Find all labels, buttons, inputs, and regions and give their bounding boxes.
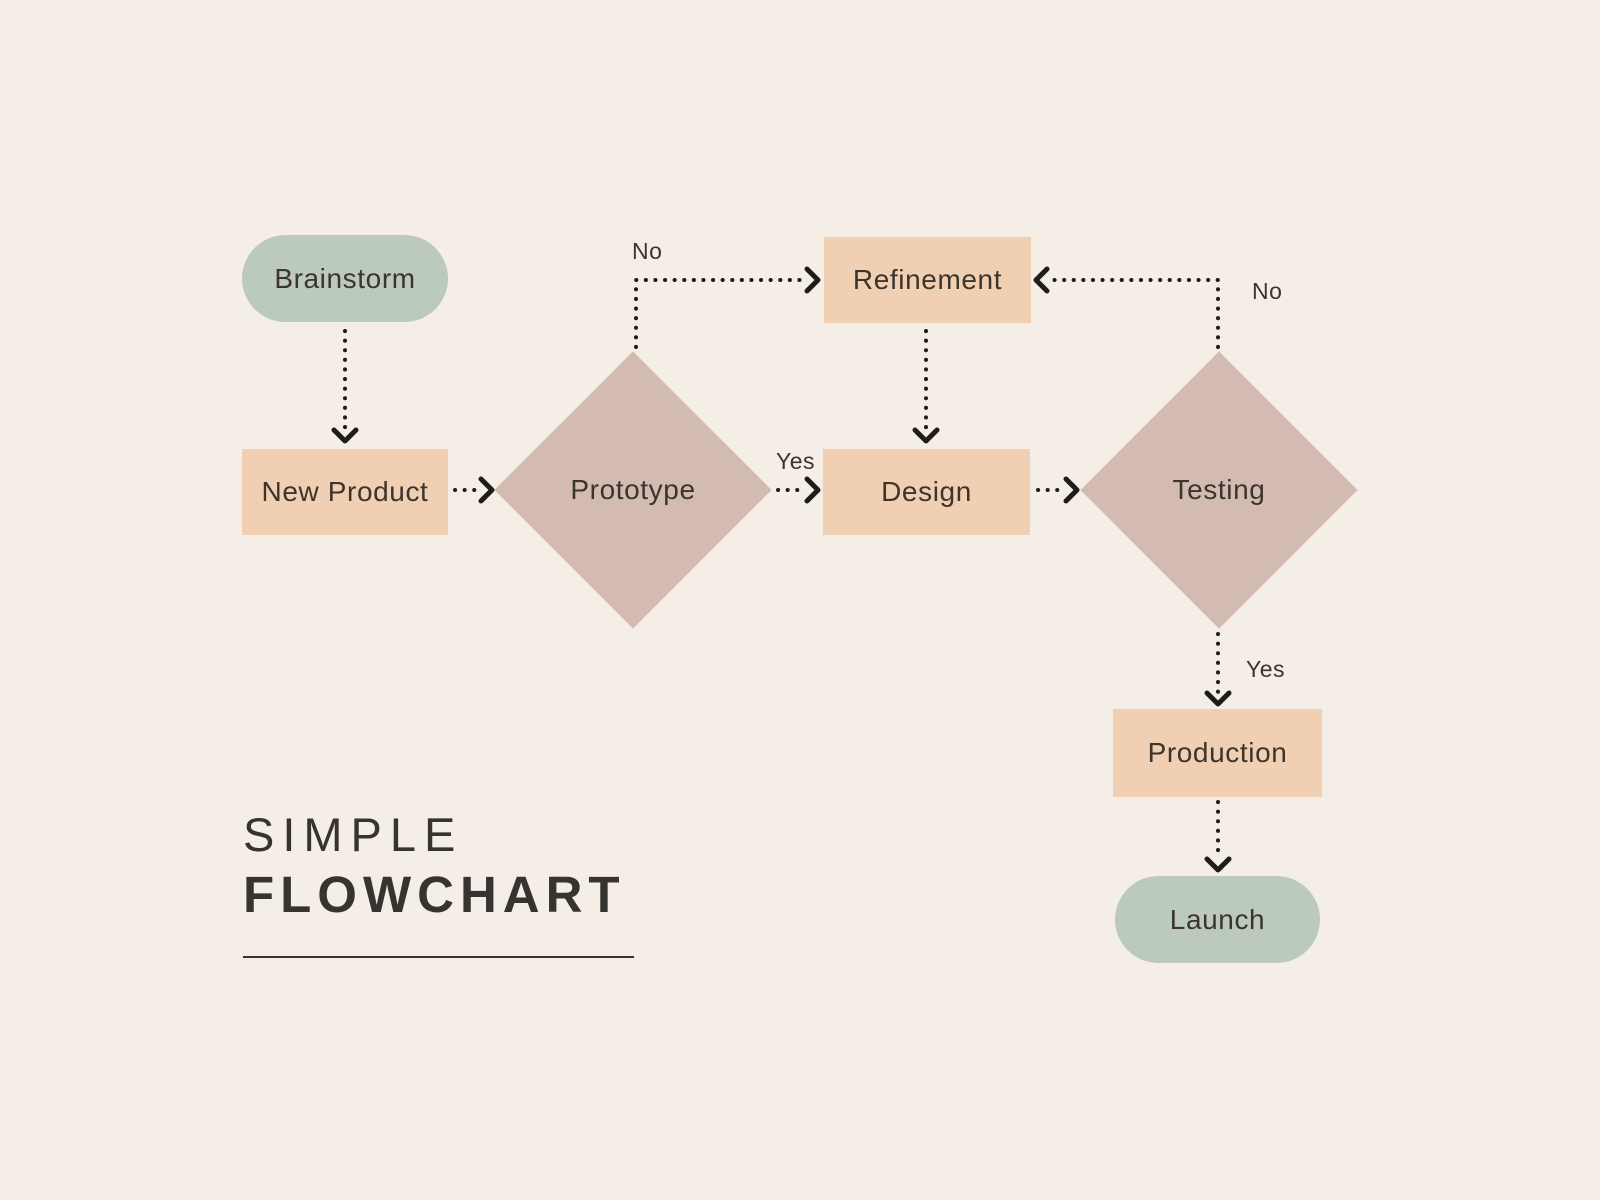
arrowhead-testing-to-refinement [1033, 266, 1050, 294]
edge-testing-to-refinement [1048, 278, 1220, 349]
edge-label-prototype-yes: Yes [776, 448, 816, 474]
node-new-product: New Product [242, 449, 448, 535]
node-production: Production [1113, 709, 1322, 797]
arrowhead-prototype-to-design [804, 476, 821, 504]
node-brainstorm: Brainstorm [242, 235, 448, 322]
node-refinement-label: Refinement [852, 264, 1003, 295]
node-production-label: Production [1147, 737, 1288, 768]
node-launch: Launch [1115, 876, 1320, 963]
arrowhead-refinement-to-design [912, 427, 940, 444]
title-line-2: FLOWCHART [243, 865, 626, 923]
edge-label-testing-no: No [1252, 278, 1283, 304]
title-line-1: SIMPLE [243, 808, 464, 861]
node-launch-label: Launch [1169, 903, 1266, 935]
node-prototype-label: Prototype [570, 474, 696, 505]
node-prototype: Prototype [497, 354, 769, 626]
arrowhead-prototype-to-refinement [804, 266, 821, 294]
page-title: SIMPLE FLOWCHART [243, 806, 626, 925]
title-underline [243, 956, 634, 958]
edge-label-prototype-no: No [632, 238, 663, 264]
edge-label-testing-yes: Yes [1246, 656, 1286, 682]
arrowhead-brainstorm-to-new-product [331, 427, 359, 444]
arrowhead-design-to-testing [1063, 476, 1080, 504]
arrowhead-new-product-to-prototype [478, 476, 495, 504]
node-brainstorm-label: Brainstorm [274, 262, 416, 294]
node-new-product-label: New Product [261, 476, 429, 507]
node-refinement: Refinement [824, 237, 1031, 323]
node-testing: Testing [1083, 354, 1355, 626]
edge-prototype-to-refinement [634, 278, 807, 349]
node-testing-label: Testing [1172, 474, 1266, 505]
node-design-label: Design [881, 476, 972, 507]
node-design: Design [823, 449, 1030, 535]
arrowhead-testing-to-production [1204, 690, 1232, 707]
arrowhead-production-to-launch [1204, 856, 1232, 873]
